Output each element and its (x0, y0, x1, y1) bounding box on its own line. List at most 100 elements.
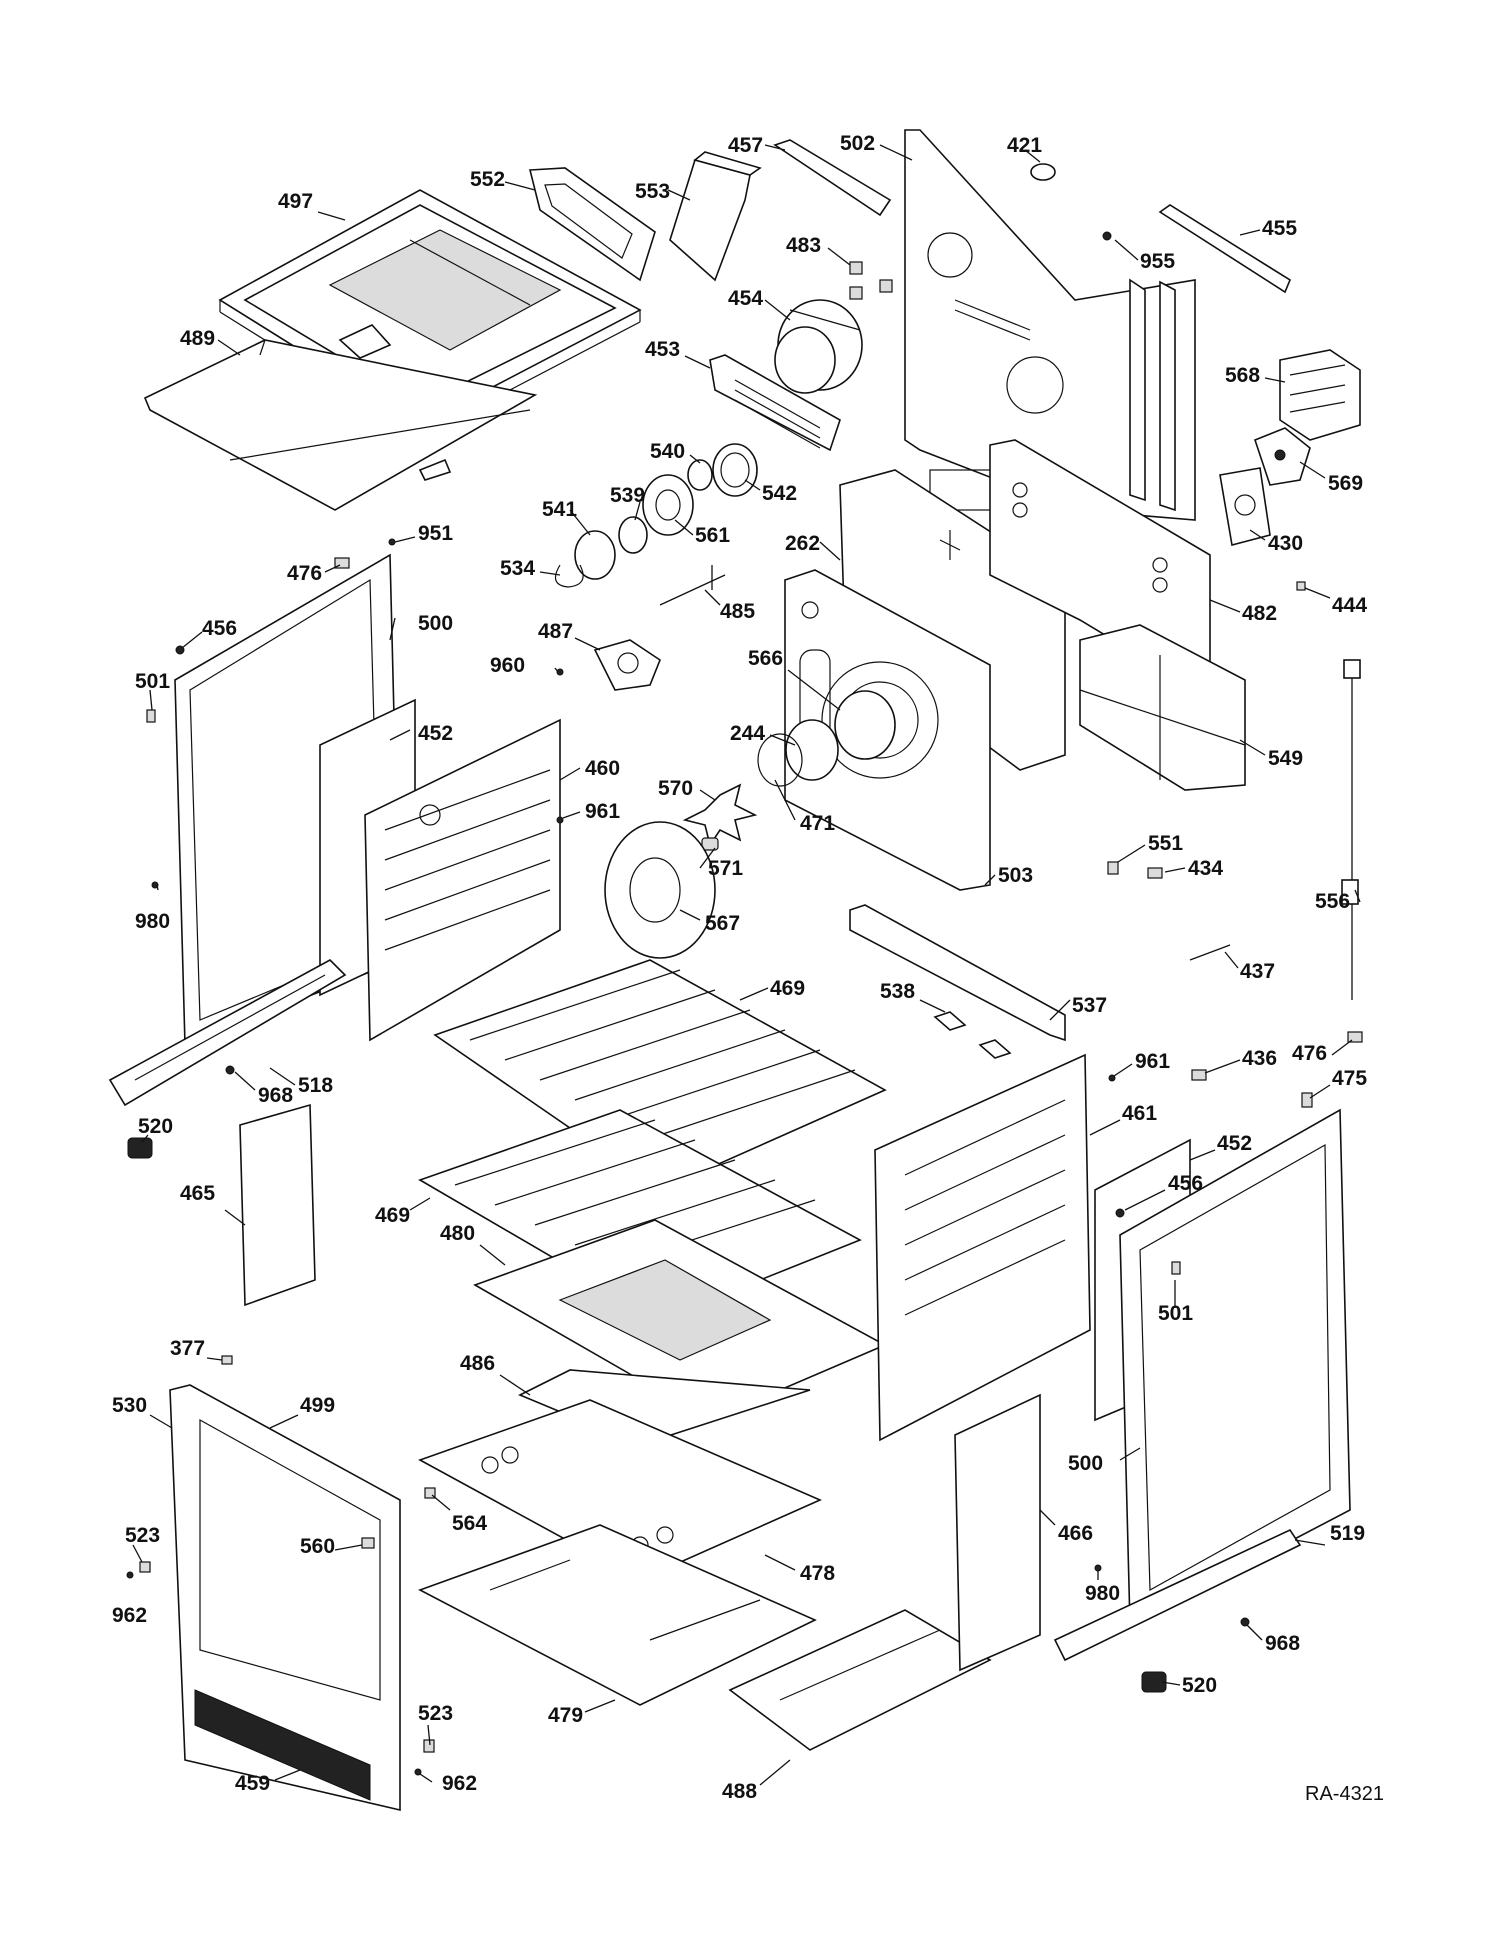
part-444-screw (1296, 581, 1306, 591)
part-459-vent (194, 1689, 371, 1801)
part-523-clip-bottom (423, 1739, 435, 1753)
part-label: 437 (1240, 960, 1275, 983)
part-label: 452 (418, 722, 453, 745)
part-label: 456 (202, 617, 237, 640)
part-label: 497 (278, 190, 313, 213)
part-538-plates (933, 1011, 1012, 1059)
part-label: 551 (1148, 832, 1183, 855)
part-553-duct (669, 151, 762, 282)
part-label: 552 (470, 168, 505, 191)
part-label: 452 (1217, 1132, 1252, 1155)
part-564-clip (424, 1487, 436, 1499)
part-465-side-panel (239, 1103, 316, 1307)
part-label: 553 (635, 180, 670, 203)
part-520-foot-left (127, 1137, 153, 1159)
part-label: 951 (418, 522, 453, 545)
part-label: 501 (1158, 1302, 1193, 1325)
part-label: 520 (138, 1115, 173, 1138)
part-label: 469 (770, 977, 805, 1000)
part-980-screw-left (151, 881, 159, 889)
leader-lines (132, 144, 1361, 1786)
part-label: 478 (800, 1562, 835, 1585)
part-475-clip (1301, 1092, 1313, 1108)
part-476-clip-right (1347, 1031, 1363, 1043)
part-label: 479 (548, 1704, 583, 1727)
part-542-lamp-housing (712, 443, 758, 497)
part-501-clip-right (1171, 1261, 1181, 1275)
part-961-screw-left (556, 816, 564, 824)
part-541-lens (574, 530, 616, 580)
part-label: 961 (585, 800, 620, 823)
part-label: 487 (538, 620, 573, 643)
part-479-plate (418, 1524, 817, 1706)
part-label: 434 (1188, 857, 1223, 880)
part-label: 501 (135, 670, 170, 693)
part-label: 488 (722, 1780, 757, 1803)
part-534-wire (554, 564, 584, 588)
part-label: 482 (1242, 602, 1277, 625)
part-label: 549 (1268, 747, 1303, 770)
part-951-screw (388, 538, 396, 546)
part-519-trim (1053, 1528, 1302, 1662)
part-552-gasket (528, 167, 656, 282)
part-label: 541 (542, 498, 577, 521)
part-label: 486 (460, 1352, 495, 1375)
part-label: 968 (258, 1084, 293, 1107)
reference-code: RA-4321 (1305, 1783, 1384, 1805)
part-968-screw-left (225, 1065, 235, 1075)
part-955-screw (1102, 231, 1112, 241)
part-label: 465 (180, 1182, 215, 1205)
part-label: 518 (298, 1074, 333, 1097)
part-485-sensor (659, 565, 726, 606)
part-454-motor (774, 299, 863, 394)
part-label: 453 (645, 338, 680, 361)
part-label: 537 (1072, 994, 1107, 1017)
part-label: 485 (720, 600, 755, 623)
part-label: 538 (880, 980, 915, 1003)
part-label: 961 (1135, 1050, 1170, 1073)
part-960-screw (556, 668, 564, 676)
part-label: 561 (695, 524, 730, 547)
part-561-gasket (642, 474, 694, 536)
part-523-clip-left (139, 1561, 151, 1573)
part-437-wire (1189, 944, 1231, 961)
part-label: 523 (418, 1702, 453, 1725)
part-label: 968 (1265, 1632, 1300, 1655)
part-label: 480 (440, 1222, 475, 1245)
part-label: 469 (375, 1204, 410, 1227)
part-456-screw-right (1115, 1208, 1125, 1218)
part-label: 430 (1268, 532, 1303, 555)
part-560-clip (361, 1537, 375, 1549)
part-label: 483 (786, 234, 821, 257)
part-556-cord (1341, 659, 1361, 1000)
part-466-side-panel (954, 1393, 1041, 1672)
part-label: 539 (610, 484, 645, 507)
part-549-insulation (1079, 624, 1246, 791)
part-453-grille (709, 354, 841, 452)
part-500-right-side-panel (1119, 1108, 1351, 1627)
part-962-screw-left (126, 1571, 134, 1579)
part-label: 962 (112, 1604, 147, 1627)
part-label: 244 (730, 722, 765, 745)
part-430-plate (1219, 467, 1271, 546)
part-569-terminal-block (1254, 427, 1311, 486)
part-label: 502 (840, 132, 875, 155)
part-number-labels: 497 552 553 457 502 421 455 955 483 454 … (112, 132, 1367, 1803)
part-502-back-panel (904, 129, 1196, 521)
part-461-rack-support-right (874, 1053, 1091, 1442)
part-518-trim (108, 959, 347, 1107)
part-label: 571 (708, 857, 743, 880)
part-label: 503 (998, 864, 1033, 887)
part-label: 421 (1007, 134, 1042, 157)
part-label: 459 (235, 1772, 270, 1795)
part-label: 960 (490, 654, 525, 677)
part-489-heat-shield (143, 339, 538, 511)
part-label: 556 (1315, 890, 1350, 913)
part-label: 455 (1262, 217, 1297, 240)
part-label: 534 (500, 557, 535, 580)
part-537-panel (849, 904, 1066, 1042)
part-421-cap (1030, 163, 1056, 181)
part-label: 540 (650, 440, 685, 463)
part-566-fan-cover (834, 690, 896, 760)
